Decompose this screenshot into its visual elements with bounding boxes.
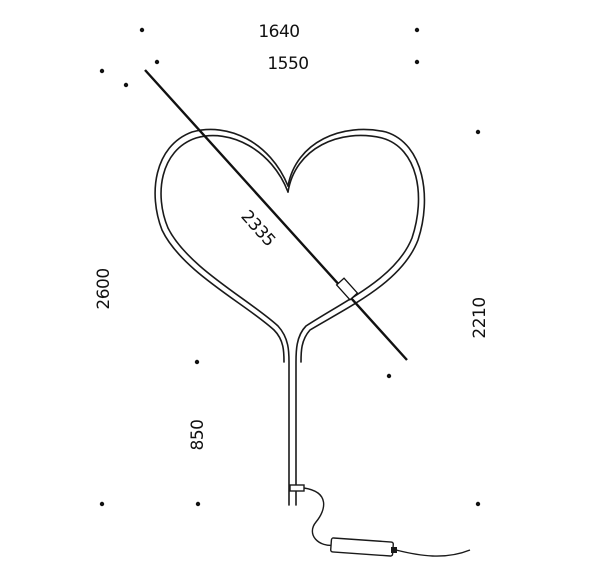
reference-dots	[99, 27, 481, 507]
diagonal-label: 2335	[236, 207, 278, 251]
reference-dot	[123, 82, 129, 88]
reference-dot	[195, 501, 201, 507]
power-cable	[289, 484, 471, 557]
reference-dot	[99, 68, 105, 74]
reference-dot	[139, 27, 145, 33]
width-inner-label: 1550	[267, 54, 308, 74]
reference-dot	[475, 501, 481, 507]
diagonal-dimension-line	[144, 69, 408, 361]
reference-dot	[414, 27, 420, 33]
heart-lamp-outline	[154, 128, 426, 506]
reference-dot	[414, 59, 420, 65]
heart-height-label: 2210	[470, 297, 490, 338]
reference-dot	[386, 373, 392, 379]
power-driver-box	[330, 537, 397, 557]
reference-dot	[154, 59, 160, 65]
mounting-clip	[335, 277, 359, 301]
reference-dot	[99, 501, 105, 507]
width-outer-label: 1640	[258, 22, 299, 42]
reference-dot	[475, 129, 481, 135]
reference-dot	[194, 359, 200, 365]
total-height-label: 2600	[94, 268, 114, 309]
stem-height-label: 850	[188, 420, 208, 451]
